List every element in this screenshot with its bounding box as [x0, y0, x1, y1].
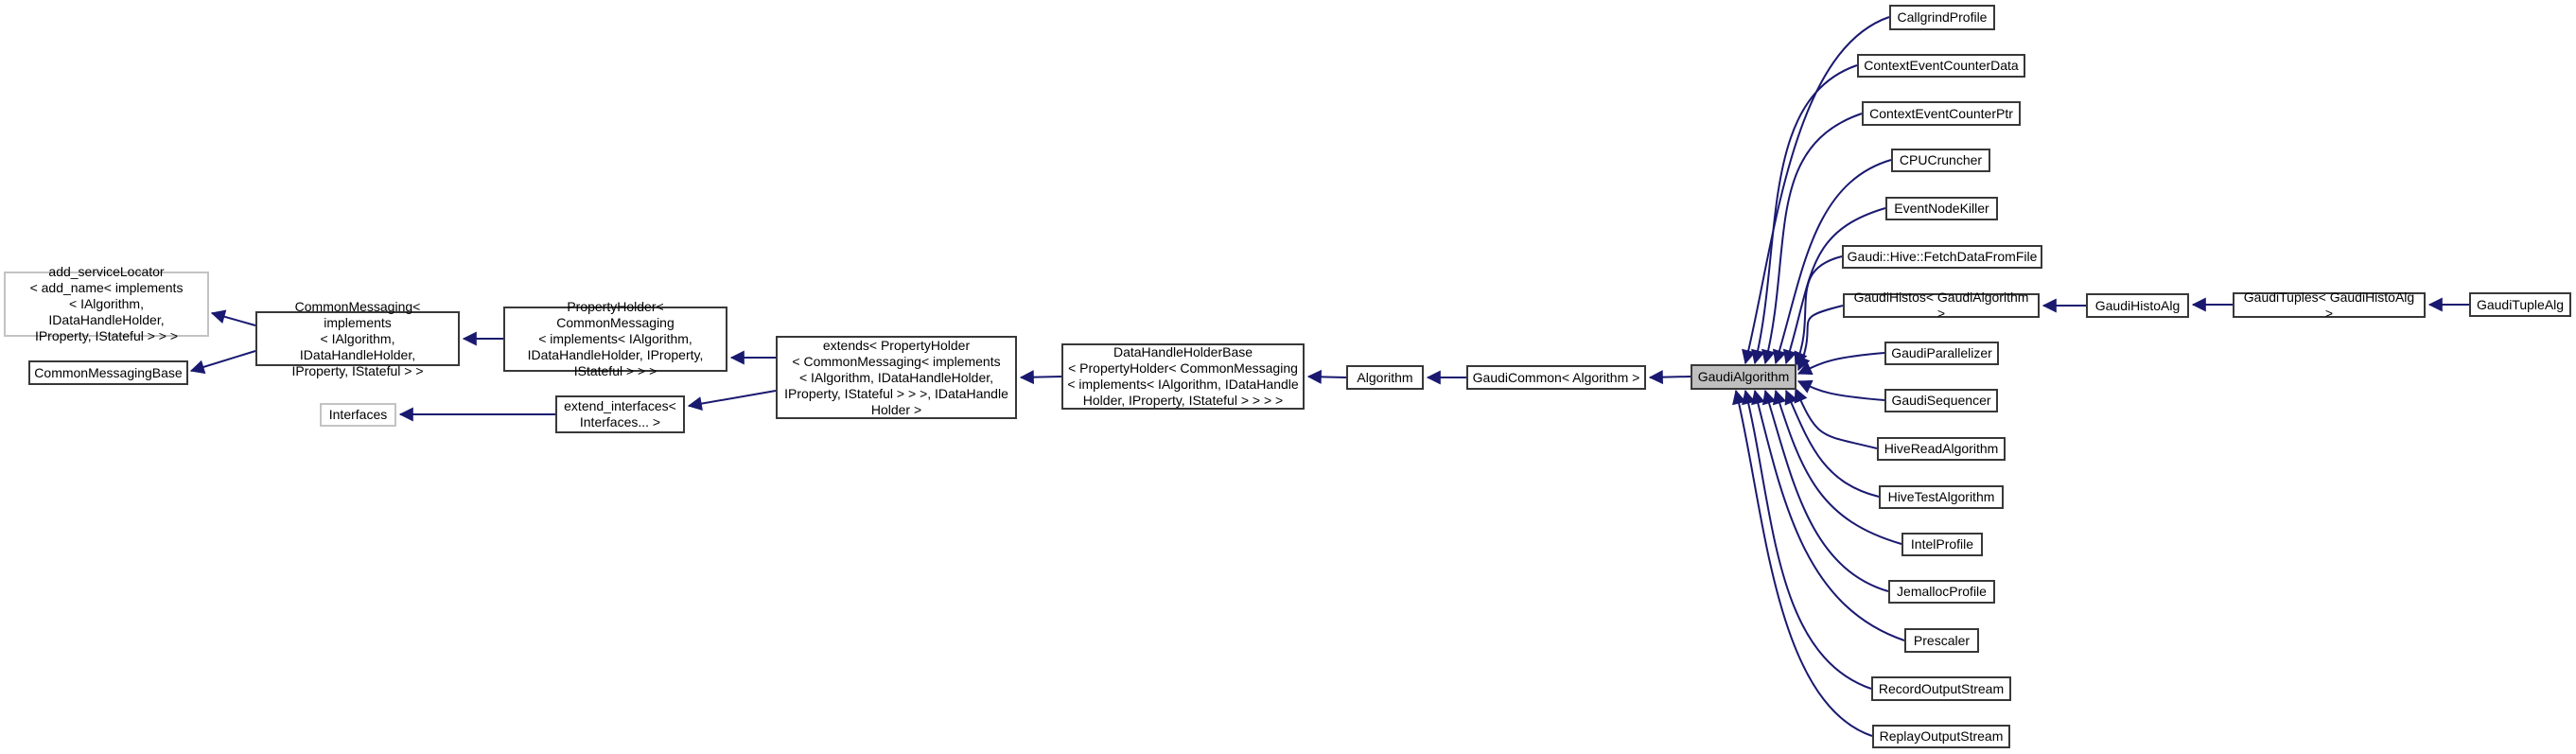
class-node-gaudihistos[interactable]: GaudiHistos< GaudiAlgorithm >: [1843, 289, 2040, 321]
edge-contexteventcounterptr-to-gaudialgorithm: [1761, 113, 1863, 365]
class-node-gauditulpes[interactable]: GaudiTuples< GaudiHistoAlg >: [2233, 289, 2426, 321]
edge-commonmessaging-to-add-servicelocator: [210, 309, 256, 326]
class-node-gaudialgorithm[interactable]: GaudiAlgorithm: [1691, 364, 1796, 390]
edge-cpucruncher-to-gaudialgorithm: [1772, 159, 1892, 365]
edge-prescaler-to-gaudialgorithm: [1751, 389, 1905, 641]
edge-intelprofile-to-gaudialgorithm: [1772, 389, 1902, 545]
edge-extends-to-extend-interfaces: [687, 390, 777, 412]
class-node-algorithm[interactable]: Algorithm: [1346, 365, 1424, 390]
edge-eventnodekiller-to-gaudialgorithm: [1782, 207, 1886, 365]
class-node-prescaler[interactable]: Prescaler: [1904, 628, 1979, 653]
edge-jemallocprofile-to-gaudialgorithm: [1761, 389, 1889, 592]
class-node-cpucruncher[interactable]: CPUCruncher: [1891, 149, 1990, 172]
class-node-gaudicommon[interactable]: GaudiCommon< Algorithm >: [1466, 365, 1646, 390]
class-node-propertyholder[interactable]: PropertyHolder< CommonMessaging < implem…: [503, 299, 727, 378]
class-node-gaudiparallelizer[interactable]: GaudiParallelizer: [1884, 342, 1999, 365]
edge-gaudihistos-to-gaudialgorithm: [1796, 305, 1844, 372]
edge-commonmessaging-to-commonmessagingbase: [189, 350, 256, 375]
class-node-eventnodekiller[interactable]: EventNodeKiller: [1885, 197, 1998, 220]
class-node-datahandleholderbase[interactable]: DataHandleHolderBase < PropertyHolder< C…: [1061, 343, 1305, 410]
class-node-extends[interactable]: extends< PropertyHolder < CommonMessagin…: [776, 336, 1017, 419]
class-node-hivereadalgorithm[interactable]: HiveReadAlgorithm: [1877, 437, 2006, 461]
edge-fetchdatafromfile-to-gaudialgorithm: [1794, 255, 1843, 367]
class-node-contexteventcounterdata[interactable]: ContextEventCounterData: [1857, 54, 2025, 78]
class-node-contexteventcounterptr[interactable]: ContextEventCounterPtr: [1862, 101, 2021, 126]
edge-hivereadalgorithm-to-gaudialgorithm: [1794, 387, 1878, 449]
class-node-gaudisequencer[interactable]: GaudiSequencer: [1884, 389, 1998, 412]
class-node-extend-interfaces[interactable]: extend_interfaces< Interfaces... >: [555, 395, 685, 433]
class-node-gaudihistoalg[interactable]: GaudiHistoAlg: [2086, 293, 2189, 318]
class-node-recordoutputstream[interactable]: RecordOutputStream: [1871, 676, 2011, 701]
class-node-add-servicelocator: add_serviceLocator < add_name< implement…: [4, 264, 209, 343]
class-node-hivetestalgorithm[interactable]: HiveTestAlgorithm: [1879, 485, 2004, 509]
class-node-replayoutputstream[interactable]: ReplayOutputStream: [1872, 725, 2010, 748]
edge-contexteventcounterdata-to-gaudialgorithm: [1751, 64, 1858, 365]
class-node-commonmessagingbase[interactable]: CommonMessagingBase: [28, 360, 188, 385]
edge-gaudiparallelizer-to-gaudialgorithm: [1796, 352, 1885, 376]
class-node-interfaces: Interfaces: [320, 403, 396, 427]
edge-callgrindprofile-to-gaudialgorithm: [1742, 16, 1890, 365]
class-node-commonmessaging[interactable]: CommonMessaging< implements < IAlgorithm…: [255, 299, 460, 378]
class-node-jemallocprofile[interactable]: JemallocProfile: [1888, 580, 1995, 604]
edge-replayoutputstream-to-gaudialgorithm: [1732, 389, 1873, 737]
edge-gaudisequencer-to-gaudialgorithm: [1796, 379, 1885, 401]
class-node-callgrindprofile[interactable]: CallgrindProfile: [1889, 5, 1995, 30]
inheritance-edges: [189, 16, 2469, 737]
edge-hivetestalgorithm-to-gaudialgorithm: [1784, 389, 1880, 498]
edge-recordoutputstream-to-gaudialgorithm: [1742, 389, 1872, 690]
class-node-gaudituplealg[interactable]: GaudiTupleAlg: [2469, 292, 2571, 317]
class-node-fetchdatafromfile[interactable]: Gaudi::Hive::FetchDataFromFile: [1842, 245, 2042, 269]
class-node-intelprofile[interactable]: IntelProfile: [1901, 533, 1983, 556]
